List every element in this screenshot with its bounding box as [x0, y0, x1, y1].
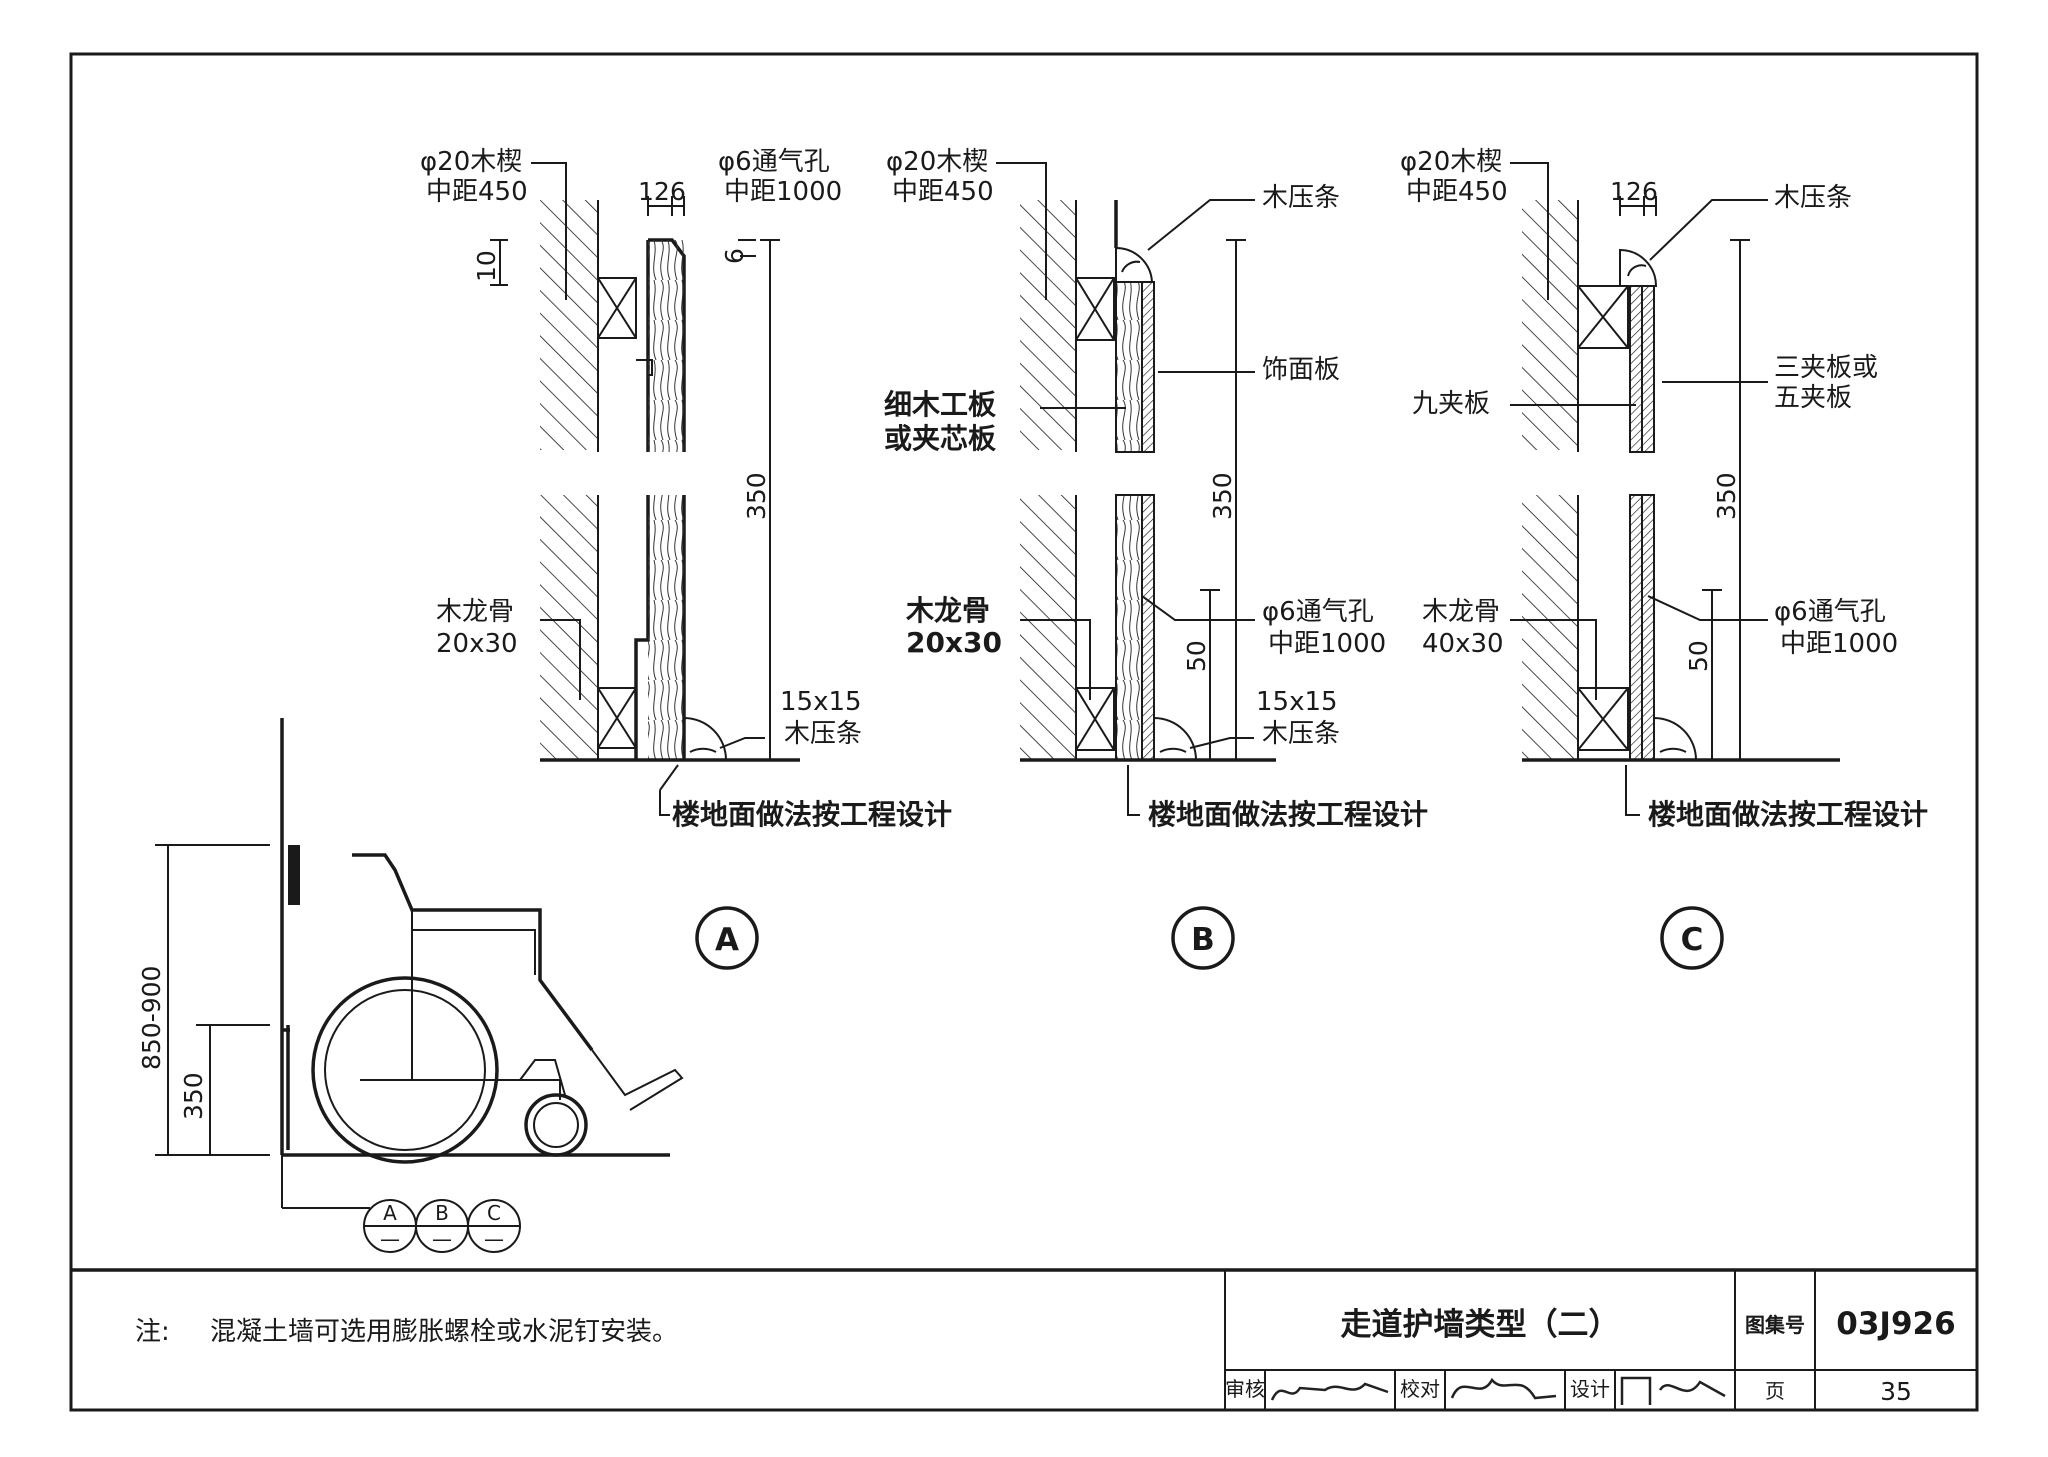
title-block: 注: 混凝土墙可选用膨胀螺栓或水泥钉安装。 走道护墙类型（二） 图集号 03J9… [71, 1268, 1977, 1410]
detail-id-c: C [1681, 922, 1704, 958]
dim-gap: 6 [670, 177, 686, 206]
dim-top-left: 10 [472, 250, 501, 282]
detail-id-b: B [1191, 922, 1215, 958]
label-vent: φ6通气孔 [1262, 597, 1374, 627]
label-vent-spacing: 中距1000 [724, 177, 842, 207]
reviewer-signature [1270, 1382, 1389, 1401]
label-top-strip: 木压条 [1774, 183, 1852, 213]
detail-marker-b [1171, 906, 1235, 970]
label-core-alt: 或夹芯板 [884, 422, 996, 455]
label-vent: φ6通气孔 [1774, 597, 1886, 627]
label-vent: φ6通气孔 [718, 147, 830, 177]
detail-ref-a: A — [363, 1199, 417, 1253]
design-label: 设计 [1570, 1377, 1610, 1401]
wall-hatch [1522, 200, 1578, 450]
label-ply-alt: 五夹板 [1774, 383, 1852, 413]
label-facing: 饰面板 [1262, 355, 1340, 385]
label-wedge: φ20木楔 [886, 147, 988, 177]
note-text: 混凝土墙可选用膨胀螺栓或水泥钉安装。 [210, 1317, 678, 1347]
dim-vent: 50 [1684, 640, 1713, 672]
review-label: 审核 [1225, 1377, 1265, 1401]
dim-height: 350 [1208, 472, 1237, 520]
wall-hatch [540, 495, 598, 760]
label-wedge: φ20木楔 [1400, 147, 1502, 177]
dim-top-right: 6 [720, 248, 749, 264]
atlas-label: 图集号 [1745, 1313, 1805, 1337]
label-base-strip: 木压条 [1262, 719, 1340, 749]
label-floor-note: 楼地面做法按工程设计 [672, 798, 952, 831]
checker-signature [1450, 1377, 1557, 1400]
label-base-strip: 木压条 [784, 719, 862, 749]
designer-signature [1620, 1376, 1726, 1405]
drawing-title: 走道护墙类型（二） [1341, 1307, 1620, 1343]
dim-thickness: 12 [638, 177, 670, 206]
note-label: 注: [135, 1317, 170, 1347]
detail-id-a: A [715, 922, 739, 958]
dim-thickness: 12 [1610, 177, 1642, 206]
wall-hatch [1020, 495, 1076, 760]
sheet-border [69, 52, 1979, 1412]
ref-b-sub: — [432, 1227, 452, 1251]
detail-ref-c: C — [467, 1199, 521, 1253]
label-wedge-spacing: 中距450 [426, 177, 528, 207]
wheelchair-icon [311, 976, 499, 1164]
label-nine-ply: 九夹板 [1412, 389, 1490, 419]
label-wedge: φ20木楔 [420, 147, 522, 177]
label-base-size: 15x15 [1256, 687, 1338, 717]
dim-vent: 50 [1182, 640, 1211, 672]
label-wedge-spacing: 中距450 [892, 177, 994, 207]
ref-c-label: C [487, 1201, 501, 1225]
label-keel: 木龙骨 [905, 594, 990, 627]
atlas-number: 03J926 [1836, 1306, 1955, 1342]
label-keel: 木龙骨 [436, 597, 514, 627]
detail-ref-b: B — [415, 1199, 469, 1253]
page-number: 35 [1880, 1377, 1912, 1406]
detail-a: φ20木楔 中距450 φ6通气孔 中距1000 12 6 10 6 350 木… [420, 147, 952, 970]
wheelchair-elevation: 850-900 350 A — B — C — [137, 718, 684, 1253]
handrail-icon [288, 845, 300, 905]
dim-height: 350 [742, 472, 771, 520]
detail-c: φ20木楔 中距450 12 6 木压条 三夹板或 五夹板 九夹板 350 50… [1400, 147, 1928, 970]
detail-marker-a [695, 906, 759, 970]
label-floor-note: 楼地面做法按工程设计 [1148, 798, 1428, 831]
page-label: 页 [1765, 1379, 1785, 1403]
label-keel-size: 20x30 [436, 629, 518, 659]
dim-height: 350 [1712, 472, 1741, 520]
label-base-size: 15x15 [780, 687, 862, 717]
label-floor-note: 楼地面做法按工程设计 [1648, 798, 1928, 831]
label-top-strip: 木压条 [1262, 183, 1340, 213]
label-keel: 木龙骨 [1422, 597, 1500, 627]
label-vent-spacing: 中距1000 [1780, 629, 1898, 659]
label-keel-size: 20x30 [906, 626, 1002, 659]
dim-total-height: 850-900 [137, 966, 166, 1070]
detail-marker-c [1660, 906, 1724, 970]
wall-hatch [1522, 495, 1578, 760]
label-keel-size: 40x30 [1422, 629, 1504, 659]
ref-b-label: B [435, 1201, 449, 1225]
check-label: 校对 [1400, 1377, 1440, 1401]
label-vent-spacing: 中距1000 [1268, 629, 1386, 659]
wall-hatch [540, 200, 598, 450]
detail-b: φ20木楔 中距450 木压条 饰面板 细木工板 或夹芯板 350 50 木龙骨… [884, 147, 1428, 970]
ref-c-sub: — [484, 1227, 504, 1251]
ref-a-label: A [383, 1201, 397, 1225]
wall-hatch [1020, 200, 1076, 450]
ref-a-sub: — [380, 1227, 400, 1251]
label-ply: 三夹板或 [1774, 353, 1878, 383]
label-core: 细木工板 [884, 388, 996, 421]
label-wedge-spacing: 中距450 [1406, 177, 1508, 207]
dim-gap: 6 [1642, 177, 1658, 206]
dim-rail-height: 350 [179, 1072, 208, 1120]
